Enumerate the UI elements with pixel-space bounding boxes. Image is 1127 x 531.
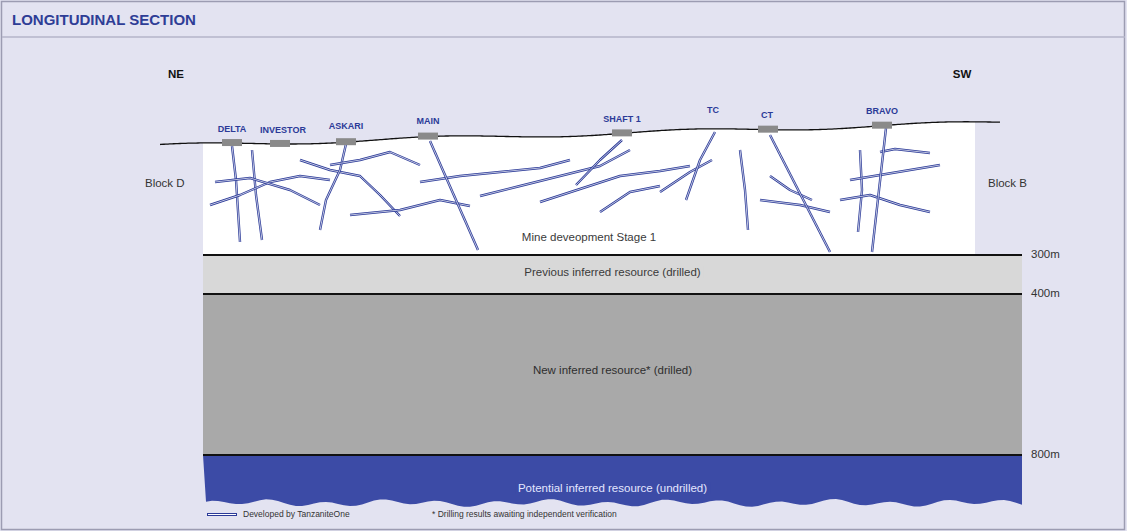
shaft-name: DELTA bbox=[218, 124, 247, 134]
title: LONGITUDINAL SECTION bbox=[12, 11, 196, 28]
band-label: Potential inferred resource (undrilled) bbox=[515, 482, 710, 494]
working-core bbox=[252, 150, 262, 240]
band-label: New inferred resource* (drilled) bbox=[530, 364, 695, 376]
block-label: Block D bbox=[145, 177, 185, 190]
depth-label: 400m bbox=[1031, 287, 1060, 300]
potential-band bbox=[203, 455, 1022, 507]
working bbox=[850, 165, 940, 180]
working-core bbox=[858, 150, 862, 232]
working bbox=[760, 200, 830, 212]
working-core bbox=[840, 195, 930, 212]
stage-band bbox=[203, 122, 975, 255]
shaft-collar bbox=[222, 139, 242, 146]
working bbox=[232, 146, 240, 242]
depth-band: Potential inferred resource (undrilled) bbox=[203, 456, 1022, 503]
working bbox=[686, 132, 715, 200]
direction-label: NE bbox=[168, 68, 184, 81]
working bbox=[770, 135, 830, 252]
band-label: Previous inferred resource (drilled) bbox=[521, 266, 703, 278]
legend-text: Developed by TanzaniteOne bbox=[243, 509, 350, 519]
shaft-name: ASKARI bbox=[329, 121, 364, 131]
depth-line bbox=[203, 254, 1022, 256]
working-core bbox=[770, 176, 812, 200]
working bbox=[252, 150, 262, 240]
previous-band bbox=[203, 255, 1022, 294]
working-core bbox=[300, 160, 400, 216]
shaft-collar bbox=[872, 122, 892, 129]
working-core bbox=[880, 149, 930, 153]
working-core bbox=[740, 150, 748, 230]
working bbox=[740, 150, 748, 230]
working-core bbox=[350, 200, 470, 215]
working-core bbox=[330, 152, 420, 165]
block-label: Block B bbox=[988, 177, 1027, 190]
band-label: Mine deveopment Stage 1 bbox=[519, 231, 659, 243]
working bbox=[210, 176, 330, 205]
depth-band: Previous inferred resource (drilled) bbox=[203, 256, 1022, 294]
working bbox=[540, 166, 690, 202]
working bbox=[350, 200, 470, 215]
shaft-name: CT bbox=[761, 110, 773, 120]
working-core bbox=[770, 135, 830, 252]
working-core bbox=[215, 178, 320, 205]
depth-label: 300m bbox=[1031, 248, 1060, 261]
working bbox=[840, 195, 930, 212]
new-band bbox=[203, 294, 1022, 455]
working bbox=[770, 176, 812, 200]
shaft-collar bbox=[418, 133, 438, 140]
shaft-collar bbox=[758, 126, 778, 133]
working bbox=[300, 160, 400, 216]
header-rule bbox=[2, 36, 1125, 38]
working bbox=[215, 178, 320, 205]
working-core bbox=[760, 200, 830, 212]
depth-line bbox=[203, 293, 1022, 295]
depth-label: 800m bbox=[1031, 448, 1060, 461]
depth-band: Mine deveopment Stage 1 bbox=[203, 140, 975, 255]
working bbox=[880, 149, 930, 153]
shaft-name: BRAVO bbox=[866, 106, 898, 116]
working-core bbox=[232, 146, 240, 242]
working-core bbox=[850, 165, 940, 180]
working-core bbox=[540, 166, 690, 202]
shaft-name: MAIN bbox=[417, 116, 440, 126]
working bbox=[858, 150, 862, 232]
working-core bbox=[320, 144, 346, 230]
working-core bbox=[480, 150, 630, 196]
working bbox=[430, 141, 478, 250]
legend-sample bbox=[206, 511, 238, 518]
working bbox=[320, 144, 346, 230]
working bbox=[576, 140, 622, 185]
shaft-collar bbox=[270, 140, 290, 147]
working-core bbox=[430, 141, 478, 250]
working bbox=[600, 186, 660, 212]
shaft-name: INVESTOR bbox=[260, 125, 306, 135]
working-core bbox=[210, 176, 330, 205]
working-core bbox=[686, 132, 715, 200]
working bbox=[480, 150, 630, 196]
working-core bbox=[576, 140, 622, 185]
working-core bbox=[600, 186, 660, 212]
legend-entry: Developed by TanzaniteOne bbox=[206, 510, 350, 520]
working bbox=[330, 152, 420, 165]
working bbox=[660, 160, 712, 192]
workings bbox=[210, 128, 940, 252]
depth-band: New inferred resource* (drilled) bbox=[203, 295, 1022, 455]
direction-label: SW bbox=[953, 68, 972, 81]
shaft-collar bbox=[612, 129, 632, 136]
shaft-name: TC bbox=[707, 105, 719, 115]
working-core bbox=[660, 160, 712, 192]
working bbox=[872, 128, 886, 252]
shaft-collar bbox=[336, 138, 356, 145]
depth-line bbox=[203, 454, 1022, 456]
footnote: * Drilling results awaiting independent … bbox=[432, 510, 617, 520]
working-core bbox=[872, 128, 886, 252]
shaft-name: SHAFT 1 bbox=[603, 114, 641, 124]
